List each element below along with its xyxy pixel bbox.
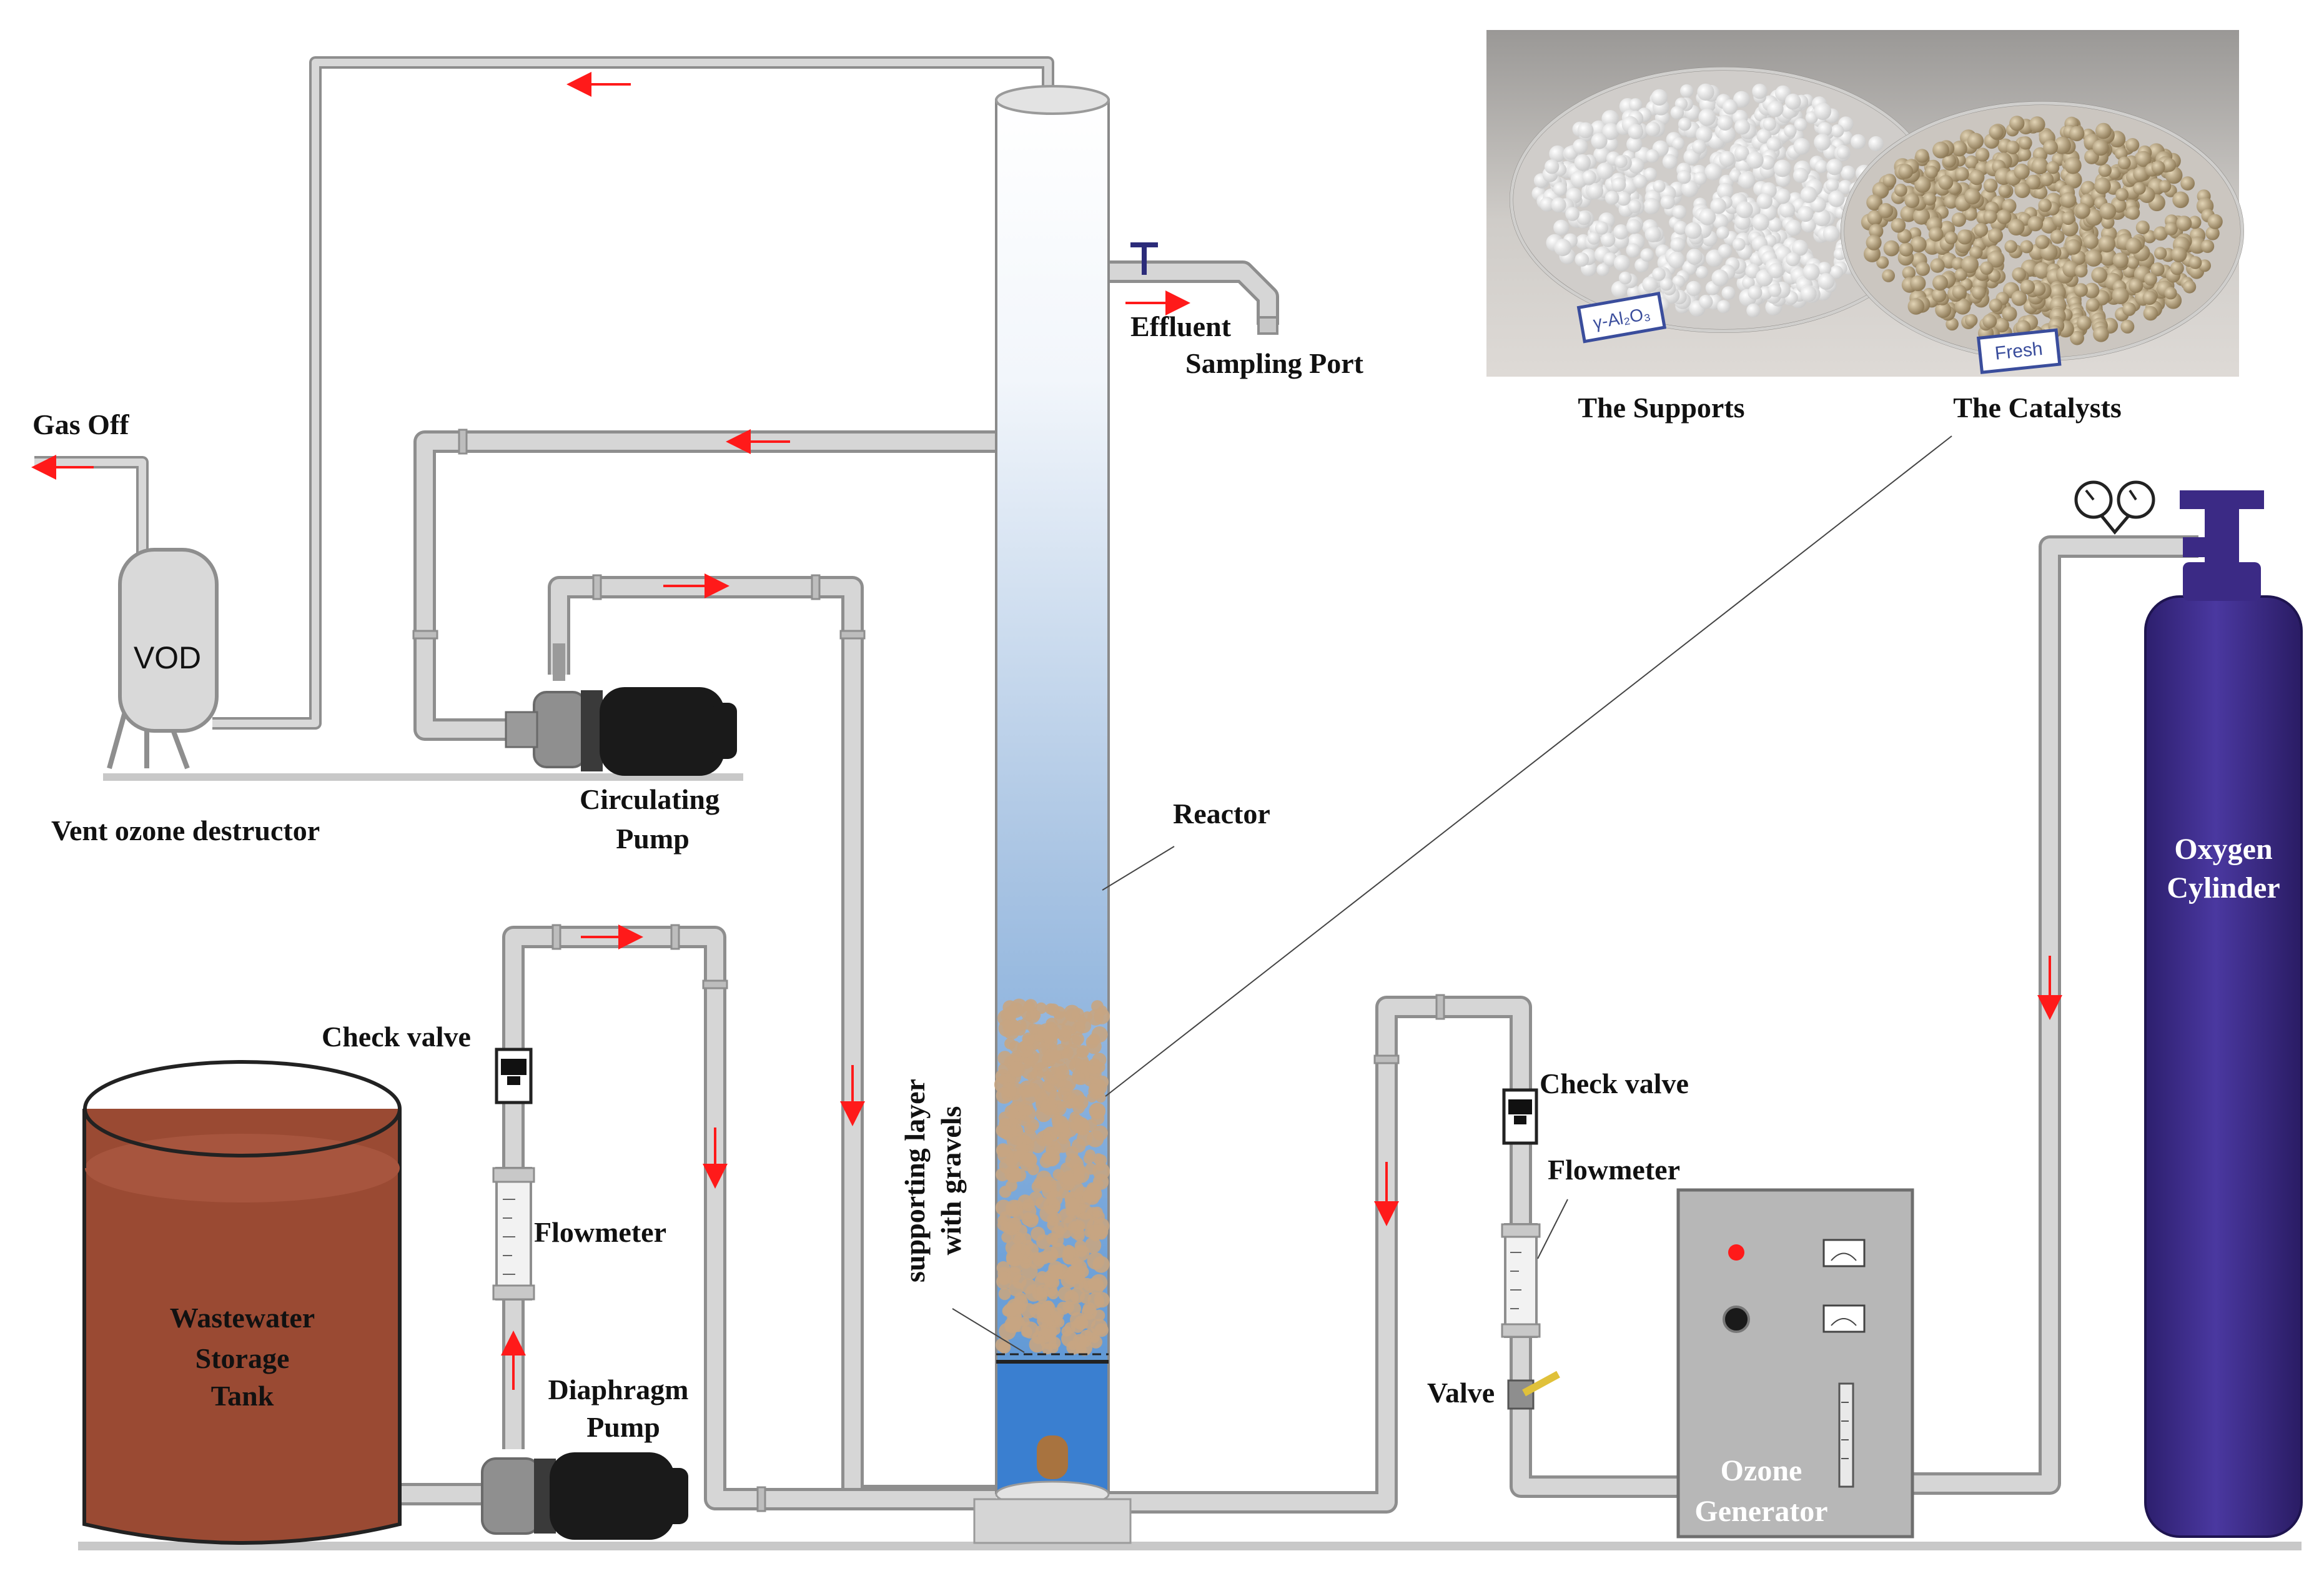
reactor [973,85,1278,1544]
the-supports-label: The Supports [1578,392,1744,424]
supporting-layer-label-2: with gravels [935,1106,967,1256]
vod-label: VOD [134,640,201,675]
effluent-label: Effluent [1130,310,1232,342]
catalyst-photo: γ-Al₂O₃ Fresh [1486,30,2244,377]
check-valve-left [495,1048,533,1104]
check-valve-right [1502,1088,1538,1145]
ozone-generator-label-1: Ozone [1721,1454,1802,1487]
diaphragm-pump-label-1: Diaphragm [548,1374,689,1405]
supporting-layer-label-1: supporting layer [899,1079,931,1282]
catalysts-dish-tag [1976,328,2062,374]
catalysts-dish: Fresh [1841,101,2244,374]
wastewater-label-1: Wastewater [170,1302,315,1334]
ozone-generator [1676,1188,1914,1539]
gas-off-label: Gas Off [32,409,129,440]
oxygen-cylinder: Oxygen Cylinder [2074,480,2303,1538]
leader-lines [952,435,1952,1353]
oxygen-cylinder-label-1: Oxygen [2174,833,2272,866]
circulating-pump-label-1: Circulating [580,783,719,815]
vent-ozone-destructor: VOD [107,548,219,770]
reactor-label: Reactor [1173,798,1270,830]
flowmeter-left [492,1167,535,1301]
valve-right [1507,1370,1560,1410]
vent-ozone-destructor-label: Vent ozone destructor [51,815,320,846]
oxygen-cylinder-label-2: Cylinder [2167,871,2280,904]
wastewater-tank [82,1060,402,1545]
valve-label: Valve [1427,1377,1495,1409]
flowmeter-left-label: Flowmeter [534,1216,666,1248]
catalysts-dish-tag-text: Fresh [1994,339,2044,364]
flow-arrows [31,72,2062,1390]
floor-bottom [78,1542,2302,1550]
check-valve-right-label: Check valve [1540,1068,1689,1099]
floor-left [103,773,743,781]
wastewater-label-3: Tank [211,1380,274,1412]
diaphragm-pump [481,1452,688,1540]
flowmeter-right [1501,1223,1541,1338]
check-valve-left-label: Check valve [322,1021,471,1053]
flowmeter-right-label: Flowmeter [1548,1154,1680,1186]
diaphragm-pump-label-2: Pump [586,1411,660,1443]
sampling-port-label: Sampling Port [1185,347,1364,379]
catalyst-bed [994,998,1110,1356]
pipe-couplings [412,429,1445,1512]
circulating-pump [505,643,737,776]
supports-dish: γ-Al₂O₃ [1510,67,1938,344]
circulating-pump-label-2: Pump [616,823,690,855]
supports-dish-tag [1576,291,1667,344]
wastewater-label-2: Storage [195,1342,290,1374]
the-catalysts-label: The Catalysts [1953,392,2122,424]
ozone-generator-label-2: Generator [1694,1495,1827,1528]
